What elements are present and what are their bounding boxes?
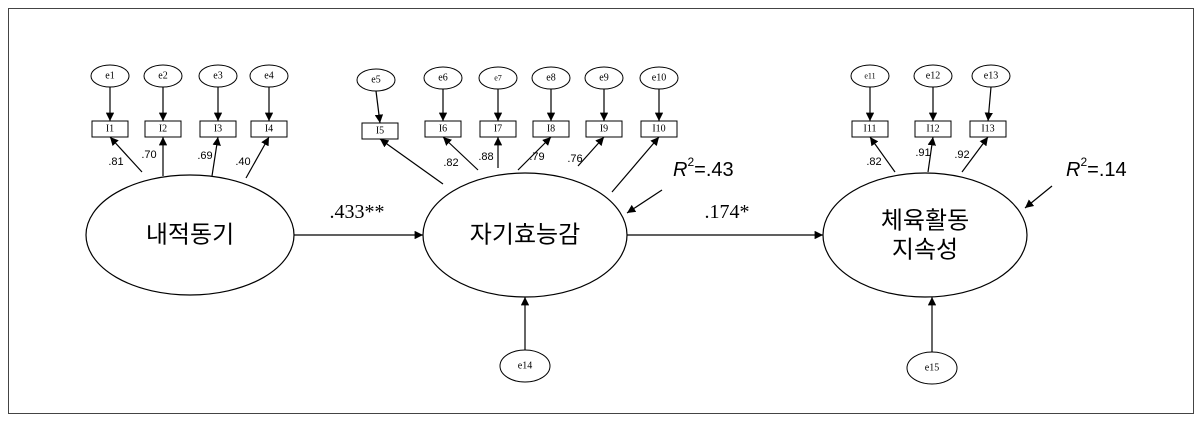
indicator-box-i9 [585,120,623,138]
indicator-label-i6: I6 [439,124,447,135]
loading-value-i9: .76 [567,153,582,165]
indicator-label-i1: I1 [106,124,114,135]
indicator-label-i13: I13 [981,124,994,135]
disturbance-label-e15: e15 [925,363,939,374]
loading-value-i1: .81 [108,156,123,168]
error-label-e3: e3 [213,71,222,82]
loading-arrow-i5 [379,138,444,185]
error-arrow-e13 [984,86,993,122]
error-term-e3 [198,64,238,88]
indicator-box-i13 [969,120,1007,138]
error-label-e5: e5 [371,75,380,86]
indicator-label-i2: I2 [159,124,167,135]
error-label-e10: e10 [652,73,666,84]
error-label-e11: e11 [864,72,875,81]
loading-arrow-i9 [577,136,605,167]
indicator-label-i9: I9 [600,124,608,135]
error-label-e12: e12 [926,71,940,82]
indicator-label-i11: I11 [864,124,877,135]
indicator-label-i3: I3 [214,124,222,135]
indicator-label-i8: I8 [547,124,555,135]
loading-value-i12: .91 [915,147,930,159]
indicator-label-i4: I4 [265,124,273,135]
error-term-e4 [249,64,289,88]
error-term-e13 [971,64,1011,88]
error-label-e1: e1 [105,71,114,82]
r2-efficacy: R2=.43 [673,155,734,181]
indicator-box-i3 [199,120,237,138]
loading-value-i2: .70 [141,149,156,161]
latent-efficacy-ellipse [422,172,628,298]
disturbance-label-e14: e14 [518,361,532,372]
error-term-e8 [531,66,571,90]
loading-arrow-i12 [927,136,936,173]
error-term-e10 [639,66,679,90]
error-term-e12 [913,64,953,88]
path-coef-p1: .433** [330,201,385,223]
loading-arrow-i8 [517,136,552,171]
latent-efficacy-label: 자기효능감 [470,222,580,249]
latent-intrinsic-label: 내적동기 [146,222,234,249]
indicator-box-i5 [361,122,399,140]
latent-activity-label-2: 지속성 [892,237,958,264]
indicator-label-i7: I7 [494,124,502,135]
indicator-box-i10 [640,120,678,138]
error-arrow-e5 [374,90,384,124]
path-coef-p2: .174* [705,201,750,223]
error-label-e4: e4 [264,71,273,82]
indicator-box-i2 [144,120,182,138]
error-term-e5 [356,68,396,92]
loading-arrow-i1 [109,136,143,173]
error-term-e11 [850,64,890,88]
error-label-e7: e7 [494,74,502,83]
loading-arrow-i3 [211,136,221,177]
loading-arrow-i13 [961,136,989,173]
latent-intrinsic-ellipse [85,174,295,296]
loading-value-i7: .88 [478,151,493,163]
loading-value-i11: .82 [866,156,881,168]
latent-activity-ellipse [822,172,1028,298]
error-term-e6 [423,66,463,90]
error-label-e13: e13 [984,71,998,82]
indicator-box-i11 [851,120,889,138]
loading-value-i13: .92 [954,149,969,161]
error-term-e2 [143,64,183,88]
indicator-box-i4 [250,120,288,138]
indicator-label-i10: I10 [652,124,665,135]
latent-activity-label-1: 체육활동 [881,208,969,235]
indicator-box-i7 [479,120,517,138]
indicator-label-i12: I12 [926,124,939,135]
disturbance-e15 [906,351,958,385]
error-term-e1 [90,64,130,88]
loading-value-i8: .79 [529,151,544,163]
error-term-e9 [584,66,624,90]
loading-value-i6: .82 [443,157,458,169]
disturbance-e14 [499,349,551,383]
loading-arrow-i10 [611,136,660,193]
error-label-e2: e2 [158,71,167,82]
error-label-e9: e9 [599,73,608,84]
loading-arrow-i11 [869,136,896,173]
error-label-e8: e8 [546,73,555,84]
r2-arrow-activity [1024,185,1053,209]
indicator-box-i12 [914,120,952,138]
error-term-e7 [478,66,518,90]
loading-value-i3: .69 [197,150,212,162]
error-label-e6: e6 [438,73,447,84]
indicator-box-i1 [91,120,129,138]
loading-value-i4: .40 [235,156,250,168]
r2-arrow-efficacy [626,189,663,214]
indicator-box-i6 [424,120,462,138]
loading-arrow-i4 [245,136,270,179]
loading-arrow-i6 [442,136,479,171]
r2-activity: R2=.14 [1066,155,1127,181]
indicator-label-i5: I5 [376,126,384,137]
indicator-box-i8 [532,120,570,138]
